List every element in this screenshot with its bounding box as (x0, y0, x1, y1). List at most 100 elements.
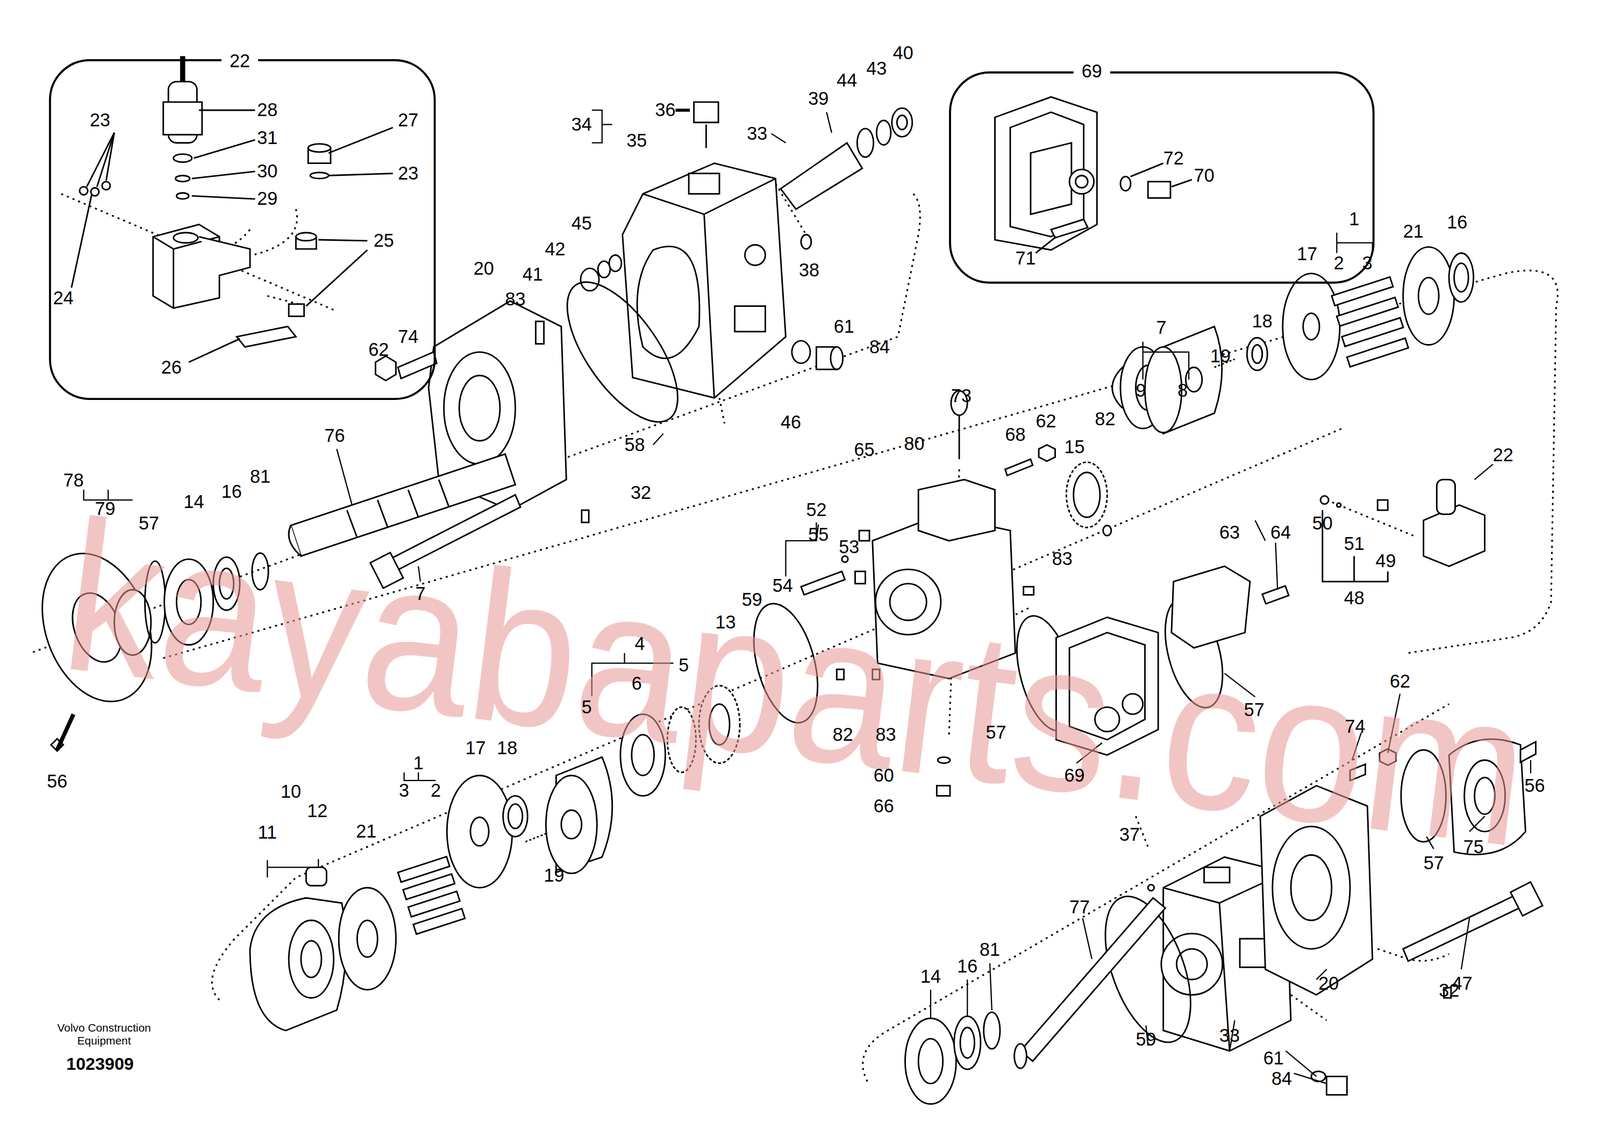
callout-number: 3 (398, 781, 410, 800)
callout-number: 79 (94, 500, 116, 519)
callout-number: 19 (544, 866, 565, 885)
callout-number: 75 (1463, 837, 1484, 856)
callout-number: 84 (869, 337, 890, 356)
callout-number: 57 (985, 723, 1006, 742)
callout-number: 15 (1064, 437, 1085, 456)
callout-number: 83 (875, 725, 896, 744)
callout-number: 17 (465, 738, 486, 757)
callout-number: 8 (1177, 381, 1188, 400)
callout-number: 61 (1263, 1048, 1284, 1068)
callout-number: 82 (832, 725, 854, 744)
callout-number: 70 (1194, 166, 1215, 185)
callout-number: 48 (1344, 588, 1365, 607)
callout-number: 2 (430, 781, 441, 800)
callout-number: 64 (1270, 523, 1291, 542)
callout-number: 58 (624, 435, 646, 454)
callout-number: 37 (1119, 825, 1140, 844)
callout-number: 74 (1345, 717, 1366, 736)
callout-number: 39 (808, 89, 829, 109)
callout-number: 82 (1095, 410, 1116, 429)
callout-number: 69 (1064, 766, 1085, 785)
detail-heading: 22 (221, 52, 259, 71)
callout-number: 65 (854, 440, 875, 460)
callout-number: 49 (1375, 552, 1396, 571)
callout-number: 14 (920, 967, 941, 986)
callout-number: 59 (741, 590, 763, 610)
callout-number: 62 (1389, 672, 1411, 691)
callout-number: 32 (1438, 981, 1460, 1000)
callout-number: 26 (161, 358, 182, 377)
watermark: kayabaparts.com (53, 487, 1539, 880)
callout-number: 35 (626, 131, 647, 150)
callout-number: 43 (866, 59, 887, 78)
callout-number: 9 (1135, 381, 1146, 400)
callout-number: 46 (780, 413, 802, 432)
callout-number: 17 (1296, 245, 1318, 264)
callout-number: 71 (1015, 248, 1036, 268)
callout-number: 18 (496, 738, 518, 757)
callout-number: 14 (183, 493, 205, 512)
callout-number: 1 (413, 754, 424, 773)
callout-number: 29 (256, 189, 278, 209)
callout-number: 66 (873, 796, 895, 816)
callout-number: 16 (956, 956, 978, 976)
callout-number: 78 (63, 471, 84, 490)
callout-number: 25 (373, 231, 395, 250)
callout-number: 16 (1446, 213, 1468, 232)
callout-number: 53 (838, 537, 860, 556)
callout-number: 21 (1403, 222, 1424, 241)
callout-number: 63 (1219, 523, 1240, 542)
callout-number: 6 (631, 674, 642, 694)
callout-number: 1 (1348, 210, 1360, 229)
callout-number: 51 (1344, 534, 1365, 554)
callout-number: 21 (355, 822, 377, 841)
callout-number: 22 (1493, 445, 1514, 464)
callout-number: 5 (581, 697, 592, 717)
callout-number: 19 (1210, 346, 1231, 366)
detail-heading: 69 (1073, 62, 1111, 81)
manufacturer-note: Volvo Construction Equipment (43, 1021, 166, 1049)
callout-number: 59 (1135, 1030, 1156, 1049)
callout-number: 16 (221, 482, 242, 502)
callout-number: 56 (46, 772, 68, 791)
callout-number: 74 (397, 327, 419, 346)
callout-number: 52 (805, 501, 827, 520)
callout-number: 7 (1155, 318, 1167, 337)
callout-number: 42 (545, 239, 566, 259)
callout-number: 12 (306, 802, 328, 821)
callout-number: 31 (256, 128, 278, 147)
callout-number: 57 (1423, 854, 1445, 873)
callout-number: 20 (1318, 974, 1339, 994)
callout-number: 32 (630, 483, 652, 503)
callout-number: 72 (1163, 148, 1184, 168)
callout-number: 36 (654, 101, 676, 120)
callout-number: 54 (772, 576, 794, 595)
callout-number: 24 (53, 288, 74, 307)
callout-number: 77 (1069, 897, 1090, 917)
callout-number: 45 (571, 214, 592, 233)
callout-number: 41 (522, 265, 544, 284)
callout-number: 18 (1252, 312, 1273, 331)
callout-number: 68 (1005, 425, 1026, 444)
callout-number: 27 (397, 111, 419, 130)
callout-number: 38 (798, 261, 820, 280)
callout-number: 11 (258, 823, 277, 842)
callout-number: 33 (746, 124, 768, 144)
callout-number: 50 (1312, 514, 1333, 533)
callout-number: 84 (1271, 1069, 1292, 1088)
callout-number: 81 (979, 940, 1000, 960)
callout-number: 20 (473, 259, 495, 278)
callout-number: 28 (256, 101, 278, 120)
callout-number: 2 (1333, 254, 1345, 273)
callout-number: 34 (571, 115, 592, 134)
callout-number: 30 (256, 162, 278, 181)
callout-number: 7 (415, 584, 426, 604)
drawing-number: 1023909 (66, 1055, 134, 1073)
callout-number: 33 (1219, 1026, 1240, 1045)
callout-number: 23 (89, 111, 111, 130)
callout-number: 57 (1244, 701, 1265, 720)
callout-number: 10 (280, 782, 302, 802)
callout-number: 5 (678, 655, 689, 675)
callout-number: 83 (1052, 550, 1073, 569)
callout-number: 61 (833, 317, 855, 336)
